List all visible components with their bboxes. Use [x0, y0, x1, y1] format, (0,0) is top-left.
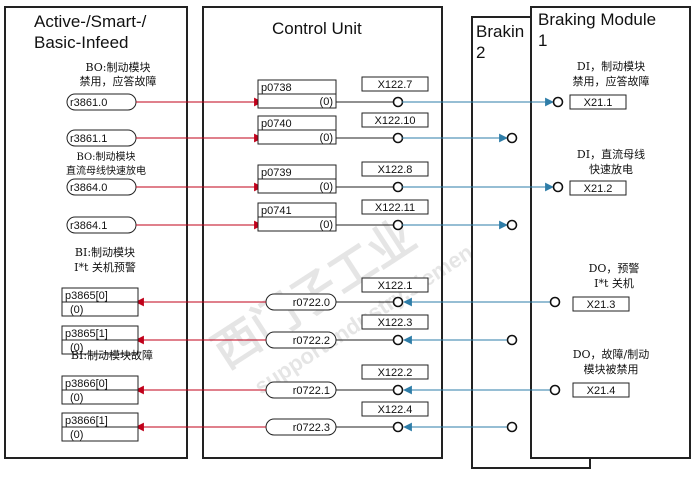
braking1-terminal-label: X21.3: [587, 299, 616, 311]
infeed-param-value-box: [61, 389, 139, 405]
control-terminal-circle: [392, 296, 404, 308]
braking1-terminal-label: X21.2: [584, 183, 613, 195]
infeed-note-bo-disable: BO:制动模块禁用，应答故障: [80, 61, 157, 88]
control-terminal-circle: [392, 219, 404, 231]
control-terminal-box: [361, 76, 429, 92]
control-terminal-label: X122.3: [378, 317, 413, 329]
control-param-label: p0738: [261, 82, 292, 94]
braking1-terminal-box: [569, 94, 627, 110]
control-terminal-box: [361, 161, 429, 177]
infeed-param-label: p3865[1]: [65, 328, 108, 340]
infeed-param-value: (0): [70, 429, 83, 441]
control-terminal-box: [361, 364, 429, 380]
control-unit-title: Control Unit: [272, 19, 362, 38]
infeed-output-label: r3864.0: [70, 182, 107, 194]
braking2-terminal-circle: [506, 334, 518, 346]
control-terminal-label: X122.1: [378, 280, 413, 292]
control-output-label: r0722.1: [293, 385, 330, 397]
control-terminal-circle: [392, 181, 404, 193]
control-param-value: (0): [320, 96, 333, 108]
infeed-param-label: p3866[0]: [65, 378, 108, 390]
control-terminal-box: [361, 314, 429, 330]
control-param-value: (0): [320, 219, 333, 231]
braking1-terminal-circle: [549, 384, 561, 396]
braking1-terminal-box: [569, 180, 627, 196]
control-param-label: p0741: [261, 205, 292, 217]
braking2-terminal-circle: [506, 421, 518, 433]
control-terminal-circle: [392, 132, 404, 144]
braking2-terminal-circle: [506, 219, 518, 231]
braking1-terminal-circle: [552, 181, 564, 193]
control-terminal-label: X122.2: [378, 367, 413, 379]
control-output-label: r0722.0: [293, 297, 330, 309]
control-output-label: r0722.3: [293, 422, 330, 434]
control-terminal-label: X122.10: [375, 115, 416, 127]
infeed-param-label: p3866[1]: [65, 415, 108, 427]
control-param-value: (0): [320, 181, 333, 193]
infeed-param-value: (0): [70, 392, 83, 404]
infeed-param-value-box: [61, 301, 139, 317]
control-output-label: r0722.2: [293, 335, 330, 347]
braking1-terminal-box: [572, 382, 630, 398]
infeed-module-title: Active-/Smart-/Basic-Infeed: [34, 12, 147, 52]
control-terminal-label: X122.11: [375, 202, 415, 214]
control-terminal-circle: [392, 421, 404, 433]
control-terminal-box: [361, 401, 429, 417]
control-param-value: (0): [320, 132, 333, 144]
control-param-label: p0740: [261, 118, 292, 130]
control-terminal-label: X122.4: [378, 404, 413, 416]
braking1-terminal-label: X21.1: [584, 97, 613, 109]
control-param-value-box: [257, 93, 337, 109]
braking1-terminal-box: [572, 296, 630, 312]
infeed-output-label: r3864.1: [70, 220, 107, 232]
control-terminal-box: [361, 112, 429, 128]
control-terminal-label: X122.7: [378, 79, 413, 91]
control-param-value-box: [257, 129, 337, 145]
control-param-value-box: [257, 216, 337, 232]
control-unit-frame: [202, 6, 443, 459]
infeed-note-bi-fault: BI:制动模块故障: [71, 348, 153, 362]
braking1-terminal-circle: [549, 296, 561, 308]
control-param-value-box: [257, 178, 337, 194]
infeed-param-value: (0): [70, 342, 83, 354]
braking1-terminal-circle: [552, 96, 564, 108]
braking1-terminal-label: X21.4: [587, 385, 616, 397]
control-param-label: p0739: [261, 167, 292, 179]
control-terminal-circle: [392, 334, 404, 346]
infeed-module-frame: [4, 6, 188, 459]
control-terminal-box: [361, 277, 429, 293]
control-terminal-box: [361, 199, 429, 215]
braking1-note: DO，故障/制动模块被禁用: [573, 347, 650, 376]
braking1-note: DI，直流母线快速放电: [577, 147, 645, 176]
control-terminal-label: X122.8: [378, 164, 413, 176]
infeed-output-label: r3861.1: [70, 133, 107, 145]
infeed-output-label: r3861.0: [70, 97, 107, 109]
infeed-param-value-box: [61, 339, 139, 355]
braking1-note: DI，制动模块禁用，应答故障: [573, 60, 650, 88]
wiring-layer: [61, 76, 630, 442]
infeed-param-value: (0): [70, 304, 83, 316]
infeed-note-bo-fast-discharge: BO:制动模块直流母线快速放电: [66, 150, 146, 177]
braking2-terminal-circle: [506, 132, 518, 144]
infeed-param-value-box: [61, 426, 139, 442]
control-terminal-circle: [392, 96, 404, 108]
infeed-param-label: p3865[0]: [65, 290, 108, 302]
control-terminal-circle: [392, 384, 404, 396]
